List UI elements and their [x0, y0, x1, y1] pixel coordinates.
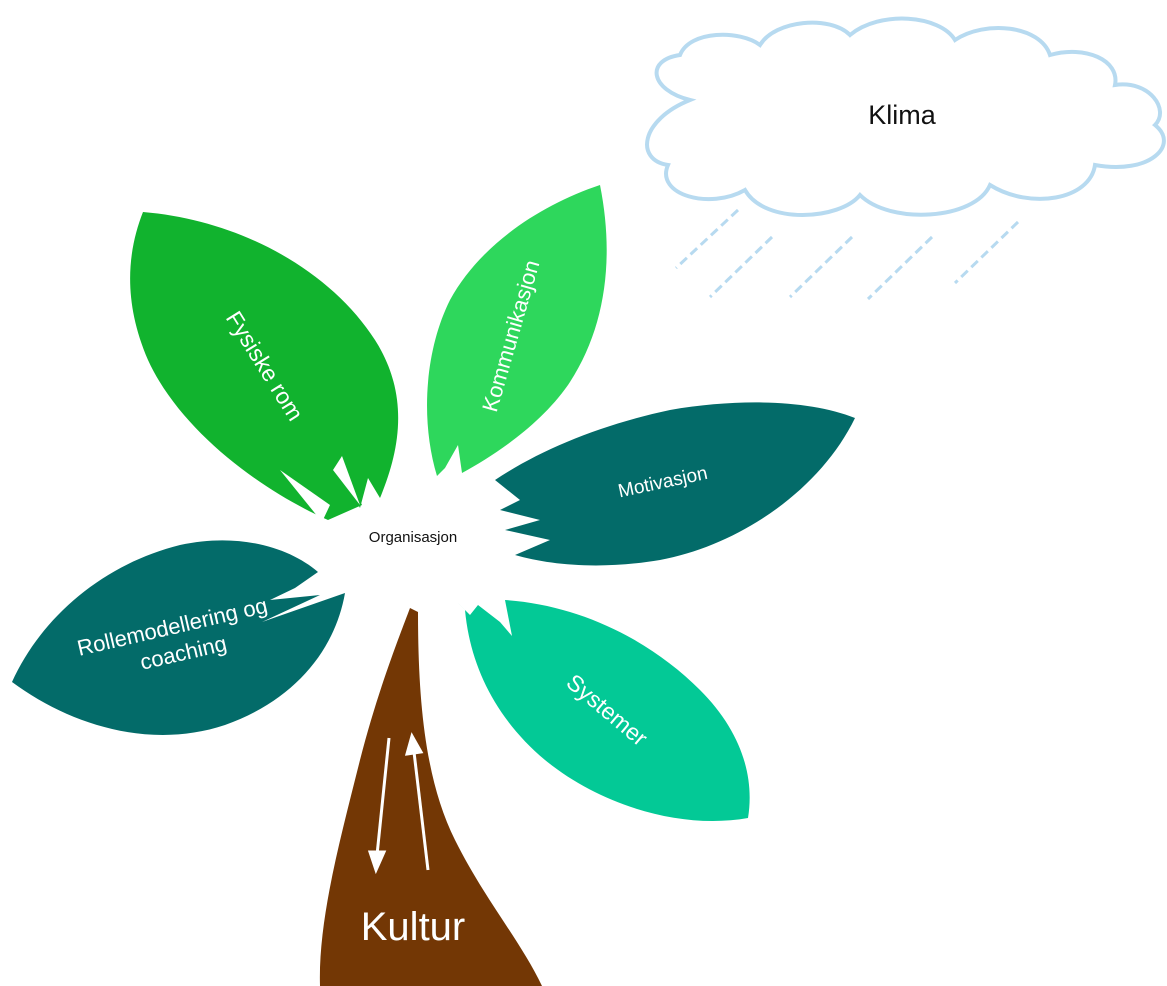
center-label: Organisasjon — [369, 529, 457, 546]
petal-rollemodellering: Rollemodellering og coaching — [12, 540, 345, 735]
organisation-center: Organisasjon — [369, 529, 457, 546]
down-arrow — [367, 737, 391, 875]
climate-cloud: Klima — [645, 16, 1166, 217]
cloud-outline — [645, 16, 1166, 217]
petal-shape — [458, 600, 750, 821]
petal-fysiske-rom: Fysiske rom — [130, 212, 399, 522]
rain-line — [674, 208, 740, 270]
petal-shape — [427, 185, 607, 476]
climate-label: Klima — [868, 100, 936, 130]
rain — [674, 208, 1020, 301]
up-arrow — [404, 732, 430, 871]
petal-shape — [130, 212, 399, 520]
rain-line — [788, 235, 854, 299]
stem-shape — [319, 608, 542, 986]
petal-shape — [12, 540, 345, 735]
culture-stem: Kultur — [319, 608, 542, 986]
petal-motivasjon: Motivasjon — [495, 402, 855, 566]
petal-shape — [495, 402, 855, 566]
petal-kommunikasjon: Kommunikasjon — [427, 185, 607, 476]
culture-label: Kultur — [361, 905, 466, 949]
petal-systemer: Systemer — [458, 600, 750, 821]
rain-line — [708, 235, 774, 299]
rain-line — [953, 220, 1020, 285]
rain-line — [866, 235, 934, 301]
